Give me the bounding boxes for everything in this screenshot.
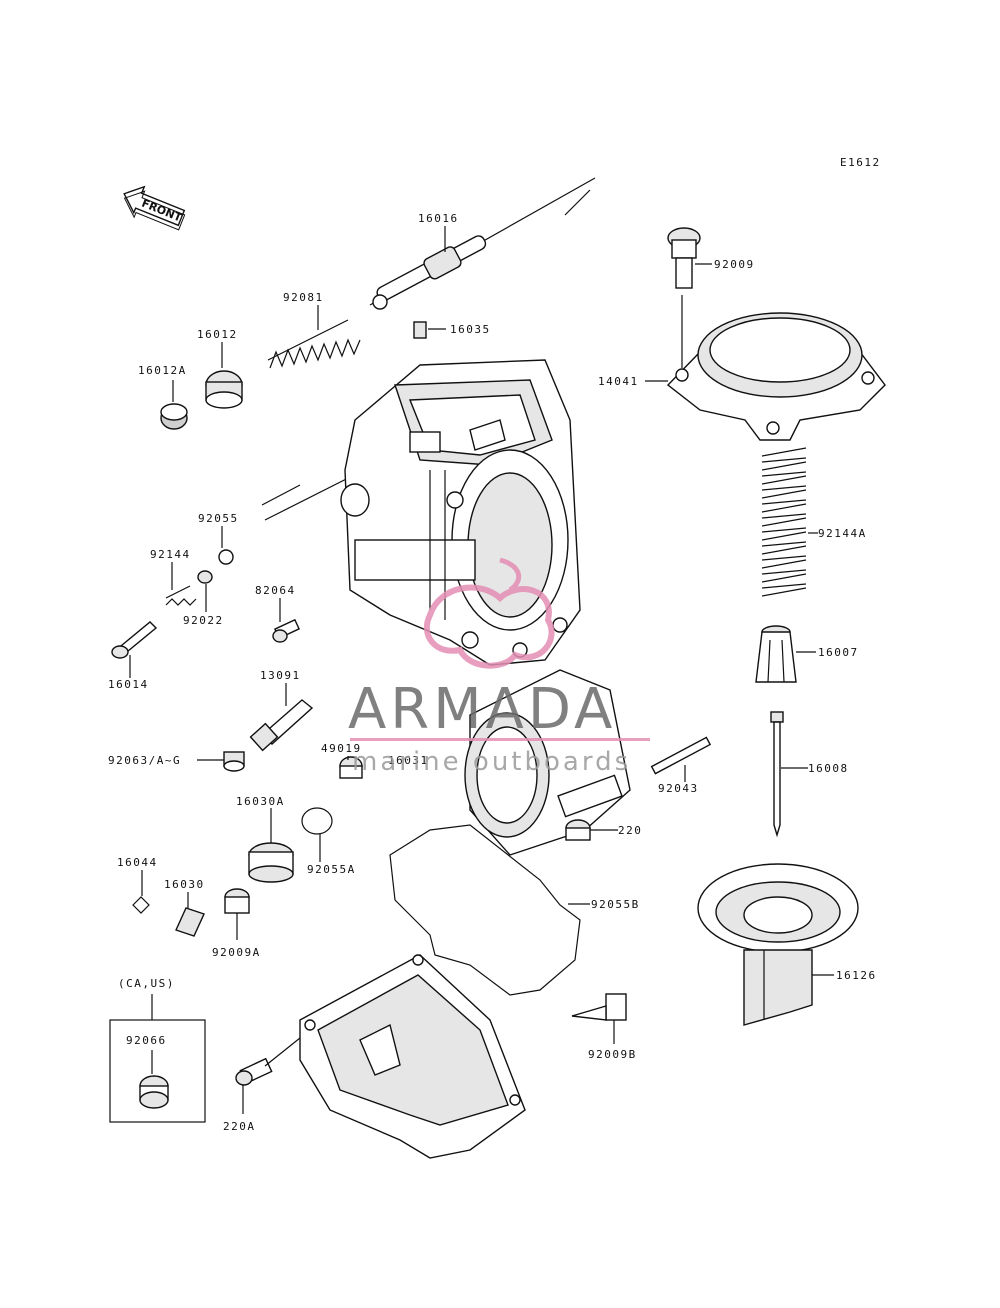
float-bowl-part[interactable] (299, 954, 526, 1159)
watermark-underline (350, 738, 650, 741)
label-92144: 92144 (150, 548, 191, 561)
jet-16035-part[interactable] (413, 321, 427, 339)
screw-220-part[interactable] (565, 819, 591, 841)
label-220: 220 (618, 824, 642, 837)
label-16031: 16031 (388, 754, 429, 767)
label-16126: 16126 (836, 969, 877, 982)
label-92055A: 92055A (307, 863, 356, 876)
label-82064: 82064 (255, 584, 296, 597)
top-cover-14041-part[interactable] (666, 312, 886, 441)
oring-92055A-part[interactable] (301, 807, 333, 835)
valve-16030A-part[interactable] (248, 842, 294, 883)
label-16030: 16030 (164, 878, 205, 891)
label-92009: 92009 (714, 258, 755, 271)
label-14041: 14041 (598, 375, 639, 388)
cap-16012-part[interactable] (205, 370, 243, 409)
spring-92081-part[interactable] (267, 319, 361, 369)
axis-tick (564, 189, 591, 216)
screw-92009-part[interactable] (667, 227, 701, 289)
screw-220A-part[interactable] (235, 1057, 273, 1086)
label-16030A: 16030A (236, 795, 285, 808)
cap-16012A-part[interactable] (160, 403, 188, 430)
label-92055: 92055 (198, 512, 239, 525)
label-92144A: 92144A (818, 527, 867, 540)
clip-16044-part[interactable] (132, 896, 150, 914)
chamber-16031-part[interactable] (464, 669, 631, 856)
label-92055B: 92055B (591, 898, 640, 911)
label-16035: 16035 (450, 323, 491, 336)
screw-92009A-part[interactable] (224, 888, 250, 914)
watermark-tagline: marine outboards (352, 747, 631, 777)
washer-92022-part[interactable] (197, 570, 213, 584)
carburetor-body-part[interactable] (340, 359, 581, 666)
label-92009A: 92009A (212, 946, 261, 959)
gasket-92055B-part[interactable] (389, 824, 581, 996)
pilot-screw-16014-part[interactable] (111, 621, 158, 659)
armada-logo-icon (423, 557, 555, 669)
label-16014: 16014 (108, 678, 149, 691)
jet-holder-13091-part[interactable] (249, 699, 314, 752)
label-92063: 92063/A~G (108, 754, 181, 767)
diagram-code: E1612 (840, 156, 881, 169)
throttle-shaft-part[interactable] (372, 234, 488, 310)
label-92043: 92043 (658, 782, 699, 795)
label-92022: 92022 (183, 614, 224, 627)
diaphragm-16126-part[interactable] (697, 863, 859, 1026)
region-label: (CA,US) (118, 977, 175, 990)
pin-92043-part[interactable] (650, 736, 712, 775)
label-16016: 16016 (418, 212, 459, 225)
label-16012: 16012 (197, 328, 238, 341)
spring-92144A-part[interactable] (761, 447, 807, 600)
label-16007: 16007 (818, 646, 859, 659)
spring-92144-part[interactable] (165, 585, 197, 606)
screw-92009B-part[interactable] (571, 993, 627, 1021)
label-16008: 16008 (808, 762, 849, 775)
screw-82064-part[interactable] (272, 618, 301, 643)
cap-49019-part[interactable] (339, 756, 363, 779)
label-92081: 92081 (283, 291, 324, 304)
label-16044: 16044 (117, 856, 158, 869)
watermark: ARMADA marine outboards (348, 557, 650, 777)
holder-16007-part[interactable] (755, 625, 797, 683)
jet-92063-part[interactable] (223, 751, 245, 772)
needle-16008-part[interactable] (770, 711, 784, 838)
axis-tick-lower (261, 484, 301, 506)
oring-92055-part[interactable] (218, 549, 234, 565)
watermark-brand: ARMADA (348, 677, 616, 742)
front-arrow-icon: FRONT (123, 185, 186, 231)
label-49019: 49019 (321, 742, 362, 755)
label-220A: 220A (223, 1120, 256, 1133)
label-16012A: 16012A (138, 364, 187, 377)
label-92009B: 92009B (588, 1048, 637, 1061)
label-92066: 92066 (126, 1034, 167, 1047)
valve-16030-part[interactable] (175, 907, 205, 937)
label-13091: 13091 (260, 669, 301, 682)
region-box (109, 1019, 206, 1123)
plug-92066-part[interactable] (139, 1075, 169, 1109)
